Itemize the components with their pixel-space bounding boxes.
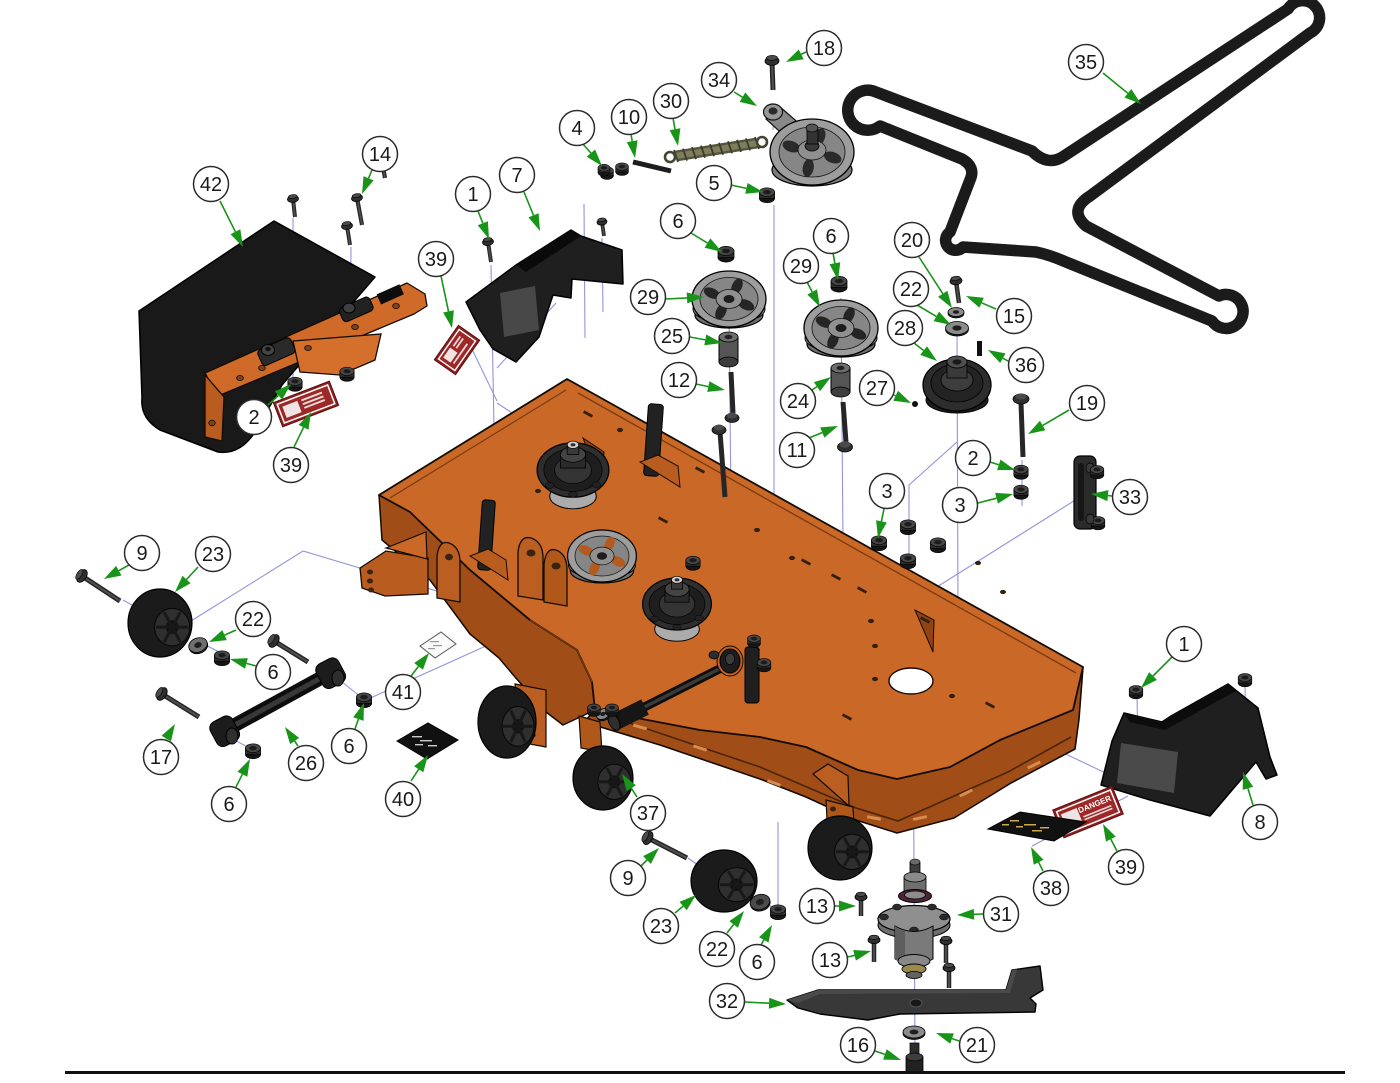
svg-text:9: 9 [622,868,633,890]
svg-text:19: 19 [1076,393,1098,415]
svg-text:26: 26 [295,753,317,775]
svg-text:5: 5 [708,173,719,195]
svg-text:38: 38 [1040,878,1062,900]
svg-text:20: 20 [901,230,923,252]
svg-text:30: 30 [660,91,682,113]
svg-text:2: 2 [248,407,259,429]
svg-text:39: 39 [1115,857,1137,879]
svg-text:4: 4 [571,118,582,140]
svg-text:32: 32 [716,991,738,1013]
svg-text:8: 8 [1254,812,1265,834]
svg-text:9: 9 [136,543,147,565]
svg-text:28: 28 [894,318,916,340]
svg-text:3: 3 [954,495,965,517]
svg-text:11: 11 [787,440,808,462]
svg-text:10: 10 [618,107,640,129]
svg-text:25: 25 [661,326,683,348]
svg-text:6: 6 [267,662,278,684]
svg-text:36: 36 [1015,355,1037,377]
svg-text:2: 2 [967,448,978,470]
svg-text:17: 17 [150,747,172,769]
svg-text:18: 18 [813,38,835,60]
svg-text:22: 22 [242,609,264,631]
svg-text:39: 39 [425,249,447,271]
svg-text:24: 24 [787,391,809,413]
svg-text:6: 6 [223,794,234,816]
svg-text:13: 13 [806,896,828,918]
svg-text:7: 7 [511,165,522,187]
svg-text:35: 35 [1075,52,1097,74]
svg-text:1: 1 [1178,634,1189,656]
svg-text:3: 3 [881,481,892,503]
svg-text:14: 14 [369,144,391,166]
svg-text:22: 22 [900,279,922,301]
svg-text:41: 41 [392,682,414,704]
svg-text:27: 27 [866,378,888,400]
svg-text:33: 33 [1119,487,1141,509]
svg-text:23: 23 [202,544,224,566]
svg-text:6: 6 [825,226,836,248]
svg-text:34: 34 [708,70,730,92]
svg-text:6: 6 [672,211,683,233]
svg-text:37: 37 [637,803,659,825]
svg-text:16: 16 [847,1035,869,1057]
svg-text:22: 22 [706,939,728,961]
svg-text:31: 31 [990,904,1012,926]
svg-text:12: 12 [668,370,690,392]
svg-text:21: 21 [966,1035,988,1057]
svg-text:40: 40 [392,789,414,811]
svg-text:6: 6 [343,736,354,758]
svg-text:29: 29 [790,256,812,278]
svg-text:13: 13 [819,950,841,972]
svg-text:6: 6 [751,952,762,974]
svg-text:15: 15 [1003,306,1025,328]
svg-text:1: 1 [467,184,478,206]
svg-text:29: 29 [637,287,659,309]
svg-text:39: 39 [280,455,302,477]
svg-text:23: 23 [650,916,672,938]
svg-text:42: 42 [200,174,222,196]
